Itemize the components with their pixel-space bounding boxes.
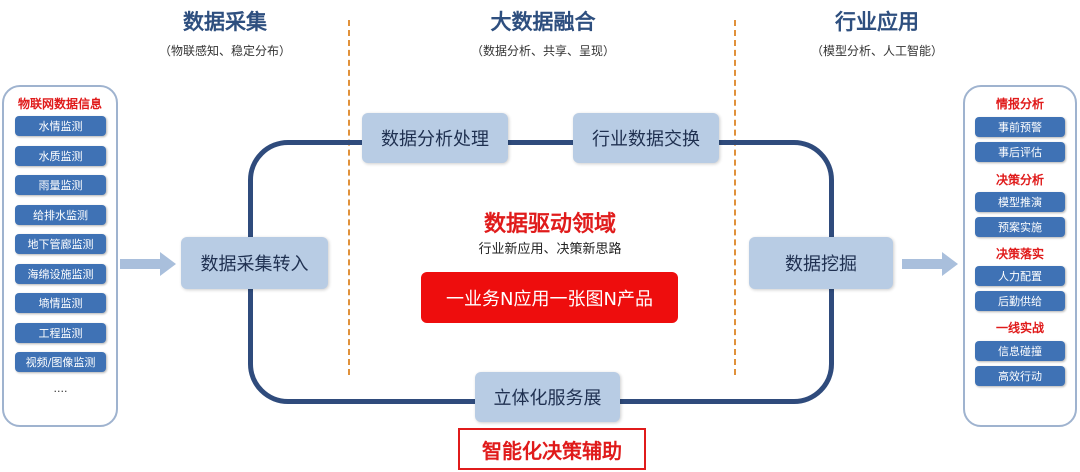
header-big-data-fusion: 大数据融合 （数据分析、共享、呈现） bbox=[423, 6, 663, 59]
header-title: 大数据融合 bbox=[490, 10, 596, 34]
node-service: 立体化服务展 bbox=[475, 372, 620, 422]
list-item: 水质监测 bbox=[15, 145, 106, 166]
node-data-analysis: 数据分析处理 bbox=[362, 113, 508, 163]
node-industry-exchange: 行业数据交换 bbox=[573, 113, 719, 163]
divider-left bbox=[348, 20, 350, 375]
list-item: 人力配置 bbox=[975, 266, 1065, 286]
iot-data-panel: 物联网数据信息 水情监测 水质监测 雨量监测 给排水监测 地下管廊监测 海绵设施… bbox=[2, 85, 118, 427]
arrow-right-icon bbox=[120, 252, 176, 276]
footer-label: 智能化决策辅助 bbox=[458, 428, 646, 470]
iot-item-list: 水情监测 水质监测 雨量监测 给排水监测 地下管廊监测 海绵设施监测 墒情监测 … bbox=[4, 112, 116, 395]
group-title: 决策分析 bbox=[995, 173, 1044, 187]
arrow-right-icon bbox=[902, 252, 958, 276]
panel-title: 物联网数据信息 bbox=[17, 97, 102, 111]
divider-right bbox=[734, 20, 736, 375]
center-title: 数据驱动领域 bbox=[483, 212, 616, 237]
list-item: 预案实施 bbox=[975, 217, 1065, 237]
node-data-ingest: 数据采集转入 bbox=[181, 237, 328, 289]
center-subtitle: 行业新应用、决策新思路 bbox=[478, 242, 622, 257]
header-title: 数据采集 bbox=[183, 10, 267, 34]
header-data-collection: 数据采集 （物联感知、稳定分布） bbox=[105, 6, 345, 59]
header-subtitle: （数据分析、共享、呈现） bbox=[470, 44, 615, 58]
list-item: 高效行动 bbox=[975, 366, 1065, 386]
group-title: 决策落实 bbox=[995, 247, 1044, 261]
application-panel: 情报分析 事前预警 事后评估 决策分析 模型推演 预案实施 决策落实 人力配置 … bbox=[963, 85, 1077, 427]
list-item: 给排水监测 bbox=[15, 204, 106, 225]
list-item: 信息碰撞 bbox=[975, 341, 1065, 361]
list-item: 事后评估 bbox=[975, 142, 1065, 162]
center-banner: 一业务N应用一张图N产品 bbox=[421, 272, 678, 323]
list-item: 地下管廊监测 bbox=[15, 234, 106, 254]
application-groups: 情报分析 事前预警 事后评估 决策分析 模型推演 预案实施 决策落实 人力配置 … bbox=[965, 87, 1075, 386]
more-ellipsis: .... bbox=[53, 381, 68, 395]
header-industry-application: 行业应用 （模型分析、人工智能） bbox=[757, 6, 997, 59]
list-item: 后勤供给 bbox=[975, 291, 1065, 311]
group-title: 情报分析 bbox=[995, 97, 1044, 111]
header-subtitle: （物联感知、稳定分布） bbox=[158, 44, 291, 58]
node-data-mining: 数据挖掘 bbox=[749, 237, 893, 289]
header-subtitle: （模型分析、人工智能） bbox=[810, 44, 943, 58]
list-item: 视频/图像监测 bbox=[15, 352, 106, 372]
list-item: 雨量监测 bbox=[15, 175, 106, 195]
list-item: 海绵设施监测 bbox=[15, 263, 106, 284]
list-item: 模型推演 bbox=[975, 192, 1065, 212]
group-title: 一线实战 bbox=[995, 321, 1044, 335]
list-item: 水情监测 bbox=[15, 116, 106, 136]
list-item: 墒情监测 bbox=[15, 293, 106, 313]
list-item: 事前预警 bbox=[975, 117, 1065, 137]
header-title: 行业应用 bbox=[835, 10, 919, 34]
list-item: 工程监测 bbox=[15, 322, 106, 343]
